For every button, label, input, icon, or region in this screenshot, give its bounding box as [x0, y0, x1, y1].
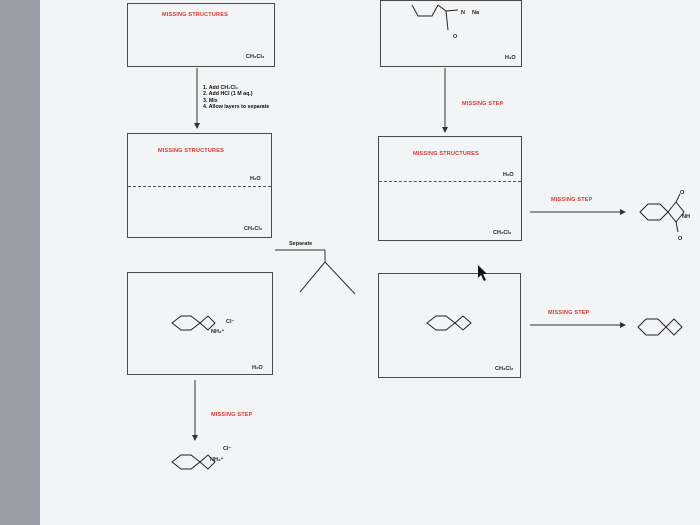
step-item: 2. Add HCl (1 M aq.) — [203, 91, 253, 98]
missing-step-label: MISSING STEP — [548, 310, 590, 316]
worksheet — [40, 0, 700, 525]
solvent-label: CH₂Cl₂ — [495, 366, 514, 372]
separate-label: Separate — [289, 241, 313, 247]
mid-left-box: MISSING STRUCTURES H₂O CH₂Cl₂ — [127, 133, 272, 238]
missing-step-label: MISSING STEP — [211, 412, 253, 418]
step-item: 1. Add CH₂Cl₂ — [203, 85, 239, 91]
counterion-label: Cl⁻ — [226, 319, 235, 325]
top-right-box: H₂O N Na O — [380, 0, 522, 67]
step-item: 4. Allow layers to separate — [203, 103, 270, 110]
step-item: 3. Mix — [203, 97, 218, 104]
atom-label-o: O — [680, 190, 685, 196]
layer-divider — [379, 181, 521, 182]
atom-label-n: N — [461, 10, 465, 16]
mid-right-box: MISSING STRUCTURES H₂O CH₂Cl₂ — [378, 136, 522, 241]
atom-label-o: O — [678, 236, 683, 242]
ammonium-label: NH₃⁺ — [211, 329, 225, 335]
top-left-box: MISSING STRUCTURES CH₂Cl₂ — [127, 3, 275, 67]
bottom-right-box: CH₂Cl₂ — [378, 273, 521, 378]
ammonium-salt-structure — [171, 454, 216, 470]
mouse-cursor-icon — [478, 265, 487, 281]
solvent-label: H₂O — [505, 55, 516, 61]
missing-step-label: MISSING STEP — [462, 101, 504, 107]
layer-divider — [128, 186, 271, 187]
phthalimide-salt-structure — [411, 4, 459, 31]
ammonium-salt-structure — [171, 315, 216, 331]
indane-product-structure — [637, 318, 683, 336]
organic-layer-label: CH₂Cl₂ — [244, 226, 263, 232]
missing-structures-label: MISSING STRUCTURES — [162, 12, 228, 18]
separate-splitter — [275, 249, 356, 295]
organic-layer-label: CH₂Cl₂ — [493, 230, 512, 236]
indane-structure — [426, 315, 472, 331]
counterion-label: Cl⁻ — [223, 446, 232, 452]
ammonium-label: NH₃⁺ — [210, 457, 224, 463]
solvent-label: CH₂Cl₂ — [246, 54, 265, 60]
atom-label-na: Na — [472, 10, 480, 16]
atom-label-nh: NH — [682, 214, 690, 220]
solvent-label: H₂O — [252, 365, 263, 371]
missing-structures-label: MISSING STRUCTURES — [158, 148, 224, 154]
aqueous-layer-label: H₂O — [503, 172, 514, 178]
bottom-left-box: Cl⁻ NH₃⁺ H₂O — [127, 272, 273, 375]
aqueous-layer-label: H₂O — [250, 176, 261, 182]
procedure-steps: 1. Add CH₂Cl₂ 2. Add HCl (1 M aq.) 3. Mi… — [203, 85, 269, 110]
phthalimide-product-structure — [639, 193, 685, 233]
missing-structures-label: MISSING STRUCTURES — [413, 151, 479, 157]
missing-step-label: MISSING STEP — [551, 197, 593, 203]
atom-label-o: O — [453, 34, 458, 40]
